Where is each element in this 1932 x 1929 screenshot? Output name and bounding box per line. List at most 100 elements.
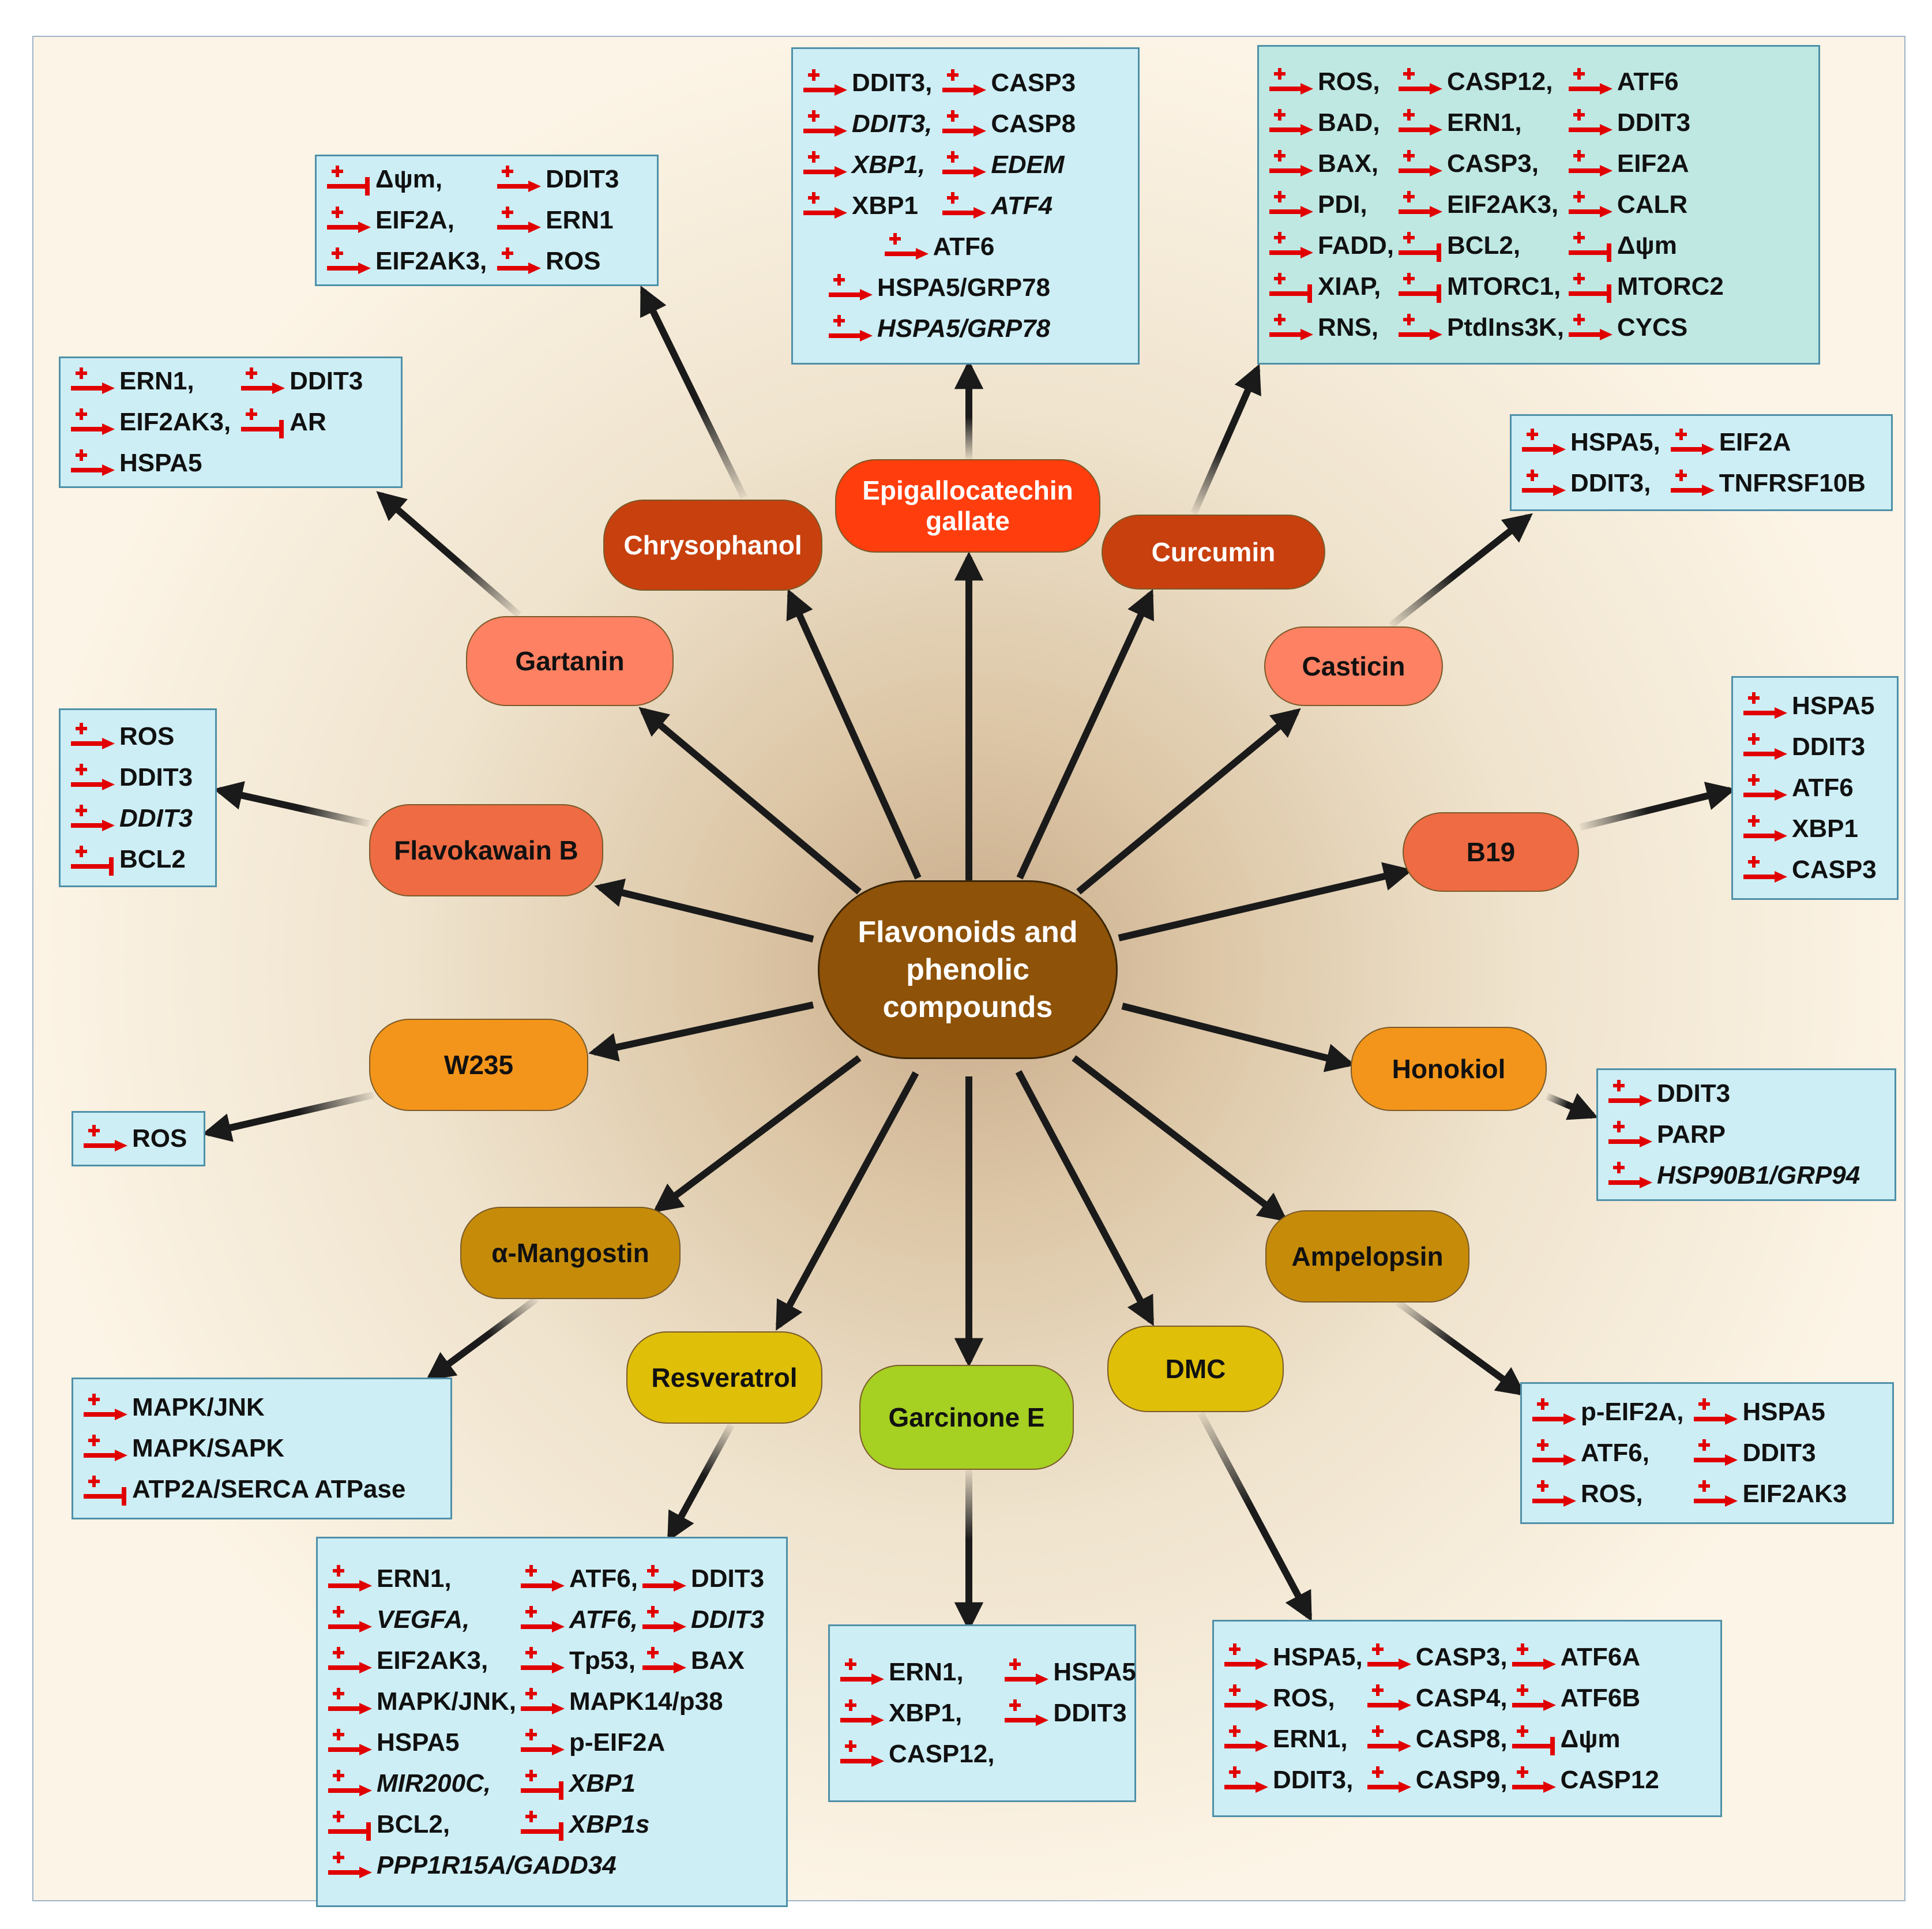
red-plus-arrow-icon [940, 107, 987, 141]
red-plus-arrow-icon [838, 1655, 885, 1690]
target-entry: HSPA5 [1002, 1652, 1136, 1693]
target-label: ERN1, [889, 1658, 964, 1686]
red-plus-tbar-icon [326, 1807, 373, 1842]
arrow-node-to-box [1197, 1412, 1313, 1622]
target-label: EIF2AK3, [375, 247, 487, 275]
red-plus-arrow-icon [1741, 730, 1788, 764]
target-label: XBP1, [889, 1699, 963, 1727]
target-entry: CASP9, [1365, 1759, 1508, 1800]
target-label: CASP12, [1447, 67, 1553, 96]
target-label: BAX, [1318, 149, 1379, 178]
red-plus-arrow-icon [326, 1725, 373, 1760]
red-plus-arrow-icon [1396, 106, 1444, 140]
target-entry: TNFRSF10B [1668, 463, 1866, 504]
red-plus-arrow-icon [1365, 1681, 1412, 1716]
target-entry: MTORC1, [1396, 267, 1564, 307]
red-plus-arrow-icon [1530, 1436, 1577, 1470]
target-label: CYCS [1617, 313, 1688, 341]
red-plus-arrow-icon [1396, 310, 1444, 345]
red-plus-arrow-icon [1692, 1436, 1739, 1470]
red-plus-arrow-icon [518, 1684, 566, 1719]
red-plus-arrow-icon [1396, 65, 1444, 99]
arrow-node-to-box [202, 1091, 375, 1142]
compound-node-b19: B19 [1403, 812, 1579, 892]
red-plus-arrow-icon [1566, 65, 1614, 99]
target-label: PDI, [1318, 190, 1367, 219]
target-label: MIR200C, [377, 1769, 491, 1797]
target-entry: CASP8 [940, 104, 1076, 145]
target-label: HSPA5/GRP78 [877, 273, 1051, 302]
arrow-center-to-node [652, 1055, 862, 1213]
target-label: EIF2AK3, [1447, 190, 1559, 219]
target-label: BCL2, [377, 1810, 450, 1838]
target-label: ATF6 [933, 232, 995, 261]
red-plus-arrow-icon [1741, 853, 1788, 887]
target-entry: ROS, [1530, 1474, 1683, 1515]
red-plus-arrow-icon [326, 1562, 373, 1596]
target-label: ERN1 [546, 206, 614, 234]
red-plus-arrow-icon [1606, 1158, 1653, 1193]
red-plus-arrow-icon [1692, 1477, 1739, 1511]
red-plus-arrow-icon [1566, 187, 1614, 222]
red-plus-arrow-icon [1222, 1681, 1269, 1716]
target-label: PtdIns3K, [1447, 313, 1564, 341]
target-label: VEGFA, [377, 1605, 470, 1634]
compound-node-egcg: Epigallocatechin gallate [835, 459, 1100, 553]
arrow-center-to-node [594, 879, 814, 943]
target-entry: Δψm [1510, 1718, 1659, 1759]
target-entry: DDIT3 [239, 361, 363, 402]
red-plus-arrow-icon [326, 1643, 373, 1678]
target-label: CASP8 [991, 110, 1076, 138]
target-label: EIF2AK3, [119, 408, 231, 436]
red-plus-arrow-icon [1566, 310, 1614, 345]
target-entry: XBP1s [518, 1804, 764, 1845]
target-label: HSPA5 [1742, 1398, 1825, 1426]
target-label: HSPA5, [1273, 1642, 1363, 1671]
target-entry: CASP3, [1365, 1637, 1508, 1677]
target-label: FADD, [1318, 231, 1394, 260]
arrow-center-to-node [1015, 1070, 1155, 1326]
red-plus-tbar-icon [239, 405, 286, 440]
target-label: ATF6, [569, 1605, 638, 1634]
red-plus-arrow-icon [1365, 1640, 1412, 1675]
target-entry: XIAP, [1267, 267, 1394, 307]
target-label: EIF2A [1719, 427, 1791, 456]
target-label: CASP4, [1415, 1683, 1508, 1712]
red-plus-arrow-icon [1566, 106, 1614, 140]
target-entry: RNS, [1267, 307, 1394, 348]
target-entry: EIF2AK3 [1692, 1474, 1847, 1515]
red-plus-tbar-icon [1396, 228, 1444, 263]
red-plus-arrow-icon [1530, 1477, 1577, 1511]
target-label: CASP3 [1792, 855, 1877, 884]
target-box-casticin: HSPA5, EIF2A DDIT3, TNFRSF10B [1510, 414, 1893, 511]
target-label: p-EIF2A [569, 1728, 666, 1757]
red-plus-tbar-icon [518, 1766, 566, 1801]
target-label: MTORC2 [1617, 272, 1724, 301]
red-plus-arrow-icon [940, 189, 987, 223]
target-entry: XBP1, [801, 145, 932, 186]
target-entry: HSPA5 [1692, 1392, 1847, 1433]
target-label: EIF2AK3 [1742, 1480, 1847, 1508]
target-box-honokiol: DDIT3 PARP HSP90B1/GRP94 [1596, 1068, 1896, 1201]
red-plus-arrow-icon [1741, 771, 1788, 805]
target-label: Δψm [1617, 231, 1677, 260]
target-label: XBP1, [852, 151, 926, 179]
target-label: DDIT3 [119, 804, 193, 832]
target-entry: DDIT3 [1002, 1693, 1136, 1734]
red-plus-arrow-icon [1396, 187, 1444, 222]
target-label: ROS, [1318, 67, 1380, 96]
target-entry: ROS [495, 241, 619, 282]
target-box-flavokawain: ROS DDIT3 DDIT3 BCL2 [59, 708, 217, 887]
compound-node-chrysophanol: Chrysophanol [603, 500, 822, 591]
target-label: BAX [691, 1646, 745, 1675]
red-plus-arrow-icon [326, 1848, 373, 1883]
compound-node-curcumin: Curcumin [1102, 515, 1325, 590]
target-entry: Tp53, [518, 1640, 638, 1681]
target-label: ERN1, [377, 1564, 452, 1593]
red-plus-arrow-icon [1002, 1696, 1050, 1731]
red-plus-arrow-icon [69, 405, 116, 440]
red-plus-arrow-icon [1222, 1722, 1269, 1757]
arrow-center-to-node [1121, 1003, 1355, 1072]
